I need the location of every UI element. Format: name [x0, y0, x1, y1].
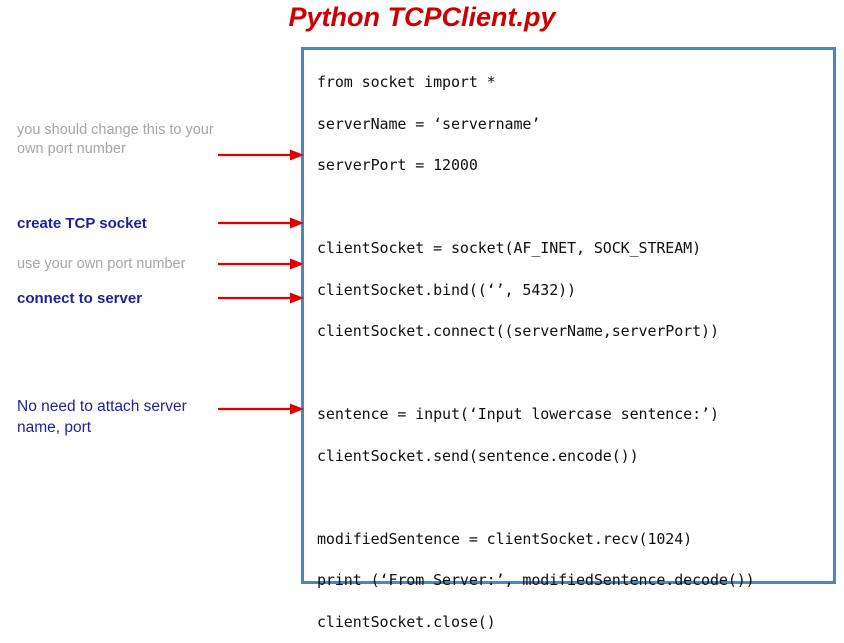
- code-line-blank: [317, 187, 829, 229]
- page-title: Python TCPClient.py: [0, 2, 844, 33]
- annotation-no-need-attach: No need to attach server name, port: [17, 396, 232, 438]
- arrow-to-bind-line: [218, 257, 304, 271]
- arrow-to-serverport-line: [218, 148, 304, 162]
- code-line: sentence = input(‘Input lowercase senten…: [317, 394, 829, 436]
- annotation-change-port: you should change this to your own port …: [17, 121, 227, 159]
- code-line: clientSocket.send(sentence.encode()): [317, 436, 829, 478]
- arrow-to-connect-line: [218, 291, 304, 305]
- annotation-create-tcp-socket: create TCP socket: [17, 214, 217, 233]
- arrow-to-send-line: [218, 402, 304, 416]
- code-line: clientSocket = socket(AF_INET, SOCK_STRE…: [317, 228, 829, 270]
- code-line: clientSocket.bind((‘’, 5432)): [317, 270, 829, 312]
- code-line: clientSocket.close(): [317, 602, 829, 643]
- annotation-connect-to-server: connect to server: [17, 289, 217, 308]
- annotation-use-own-port: use your own port number: [17, 255, 217, 274]
- code-line: from socket import *: [317, 62, 829, 104]
- code-line-blank: [317, 477, 829, 519]
- code-line: serverName = ‘servername’: [317, 104, 829, 146]
- code-line: clientSocket.connect((serverName,serverP…: [317, 311, 829, 353]
- code-listing: from socket import * serverName = ‘serve…: [317, 62, 829, 643]
- code-line-blank: [317, 353, 829, 395]
- arrow-to-socket-line: [218, 216, 304, 230]
- code-line: modifiedSentence = clientSocket.recv(102…: [317, 519, 829, 561]
- code-line: print (‘From Server:’, modifiedSentence.…: [317, 560, 829, 602]
- code-line: serverPort = 12000: [317, 145, 829, 187]
- code-panel: from socket import * serverName = ‘serve…: [301, 47, 836, 584]
